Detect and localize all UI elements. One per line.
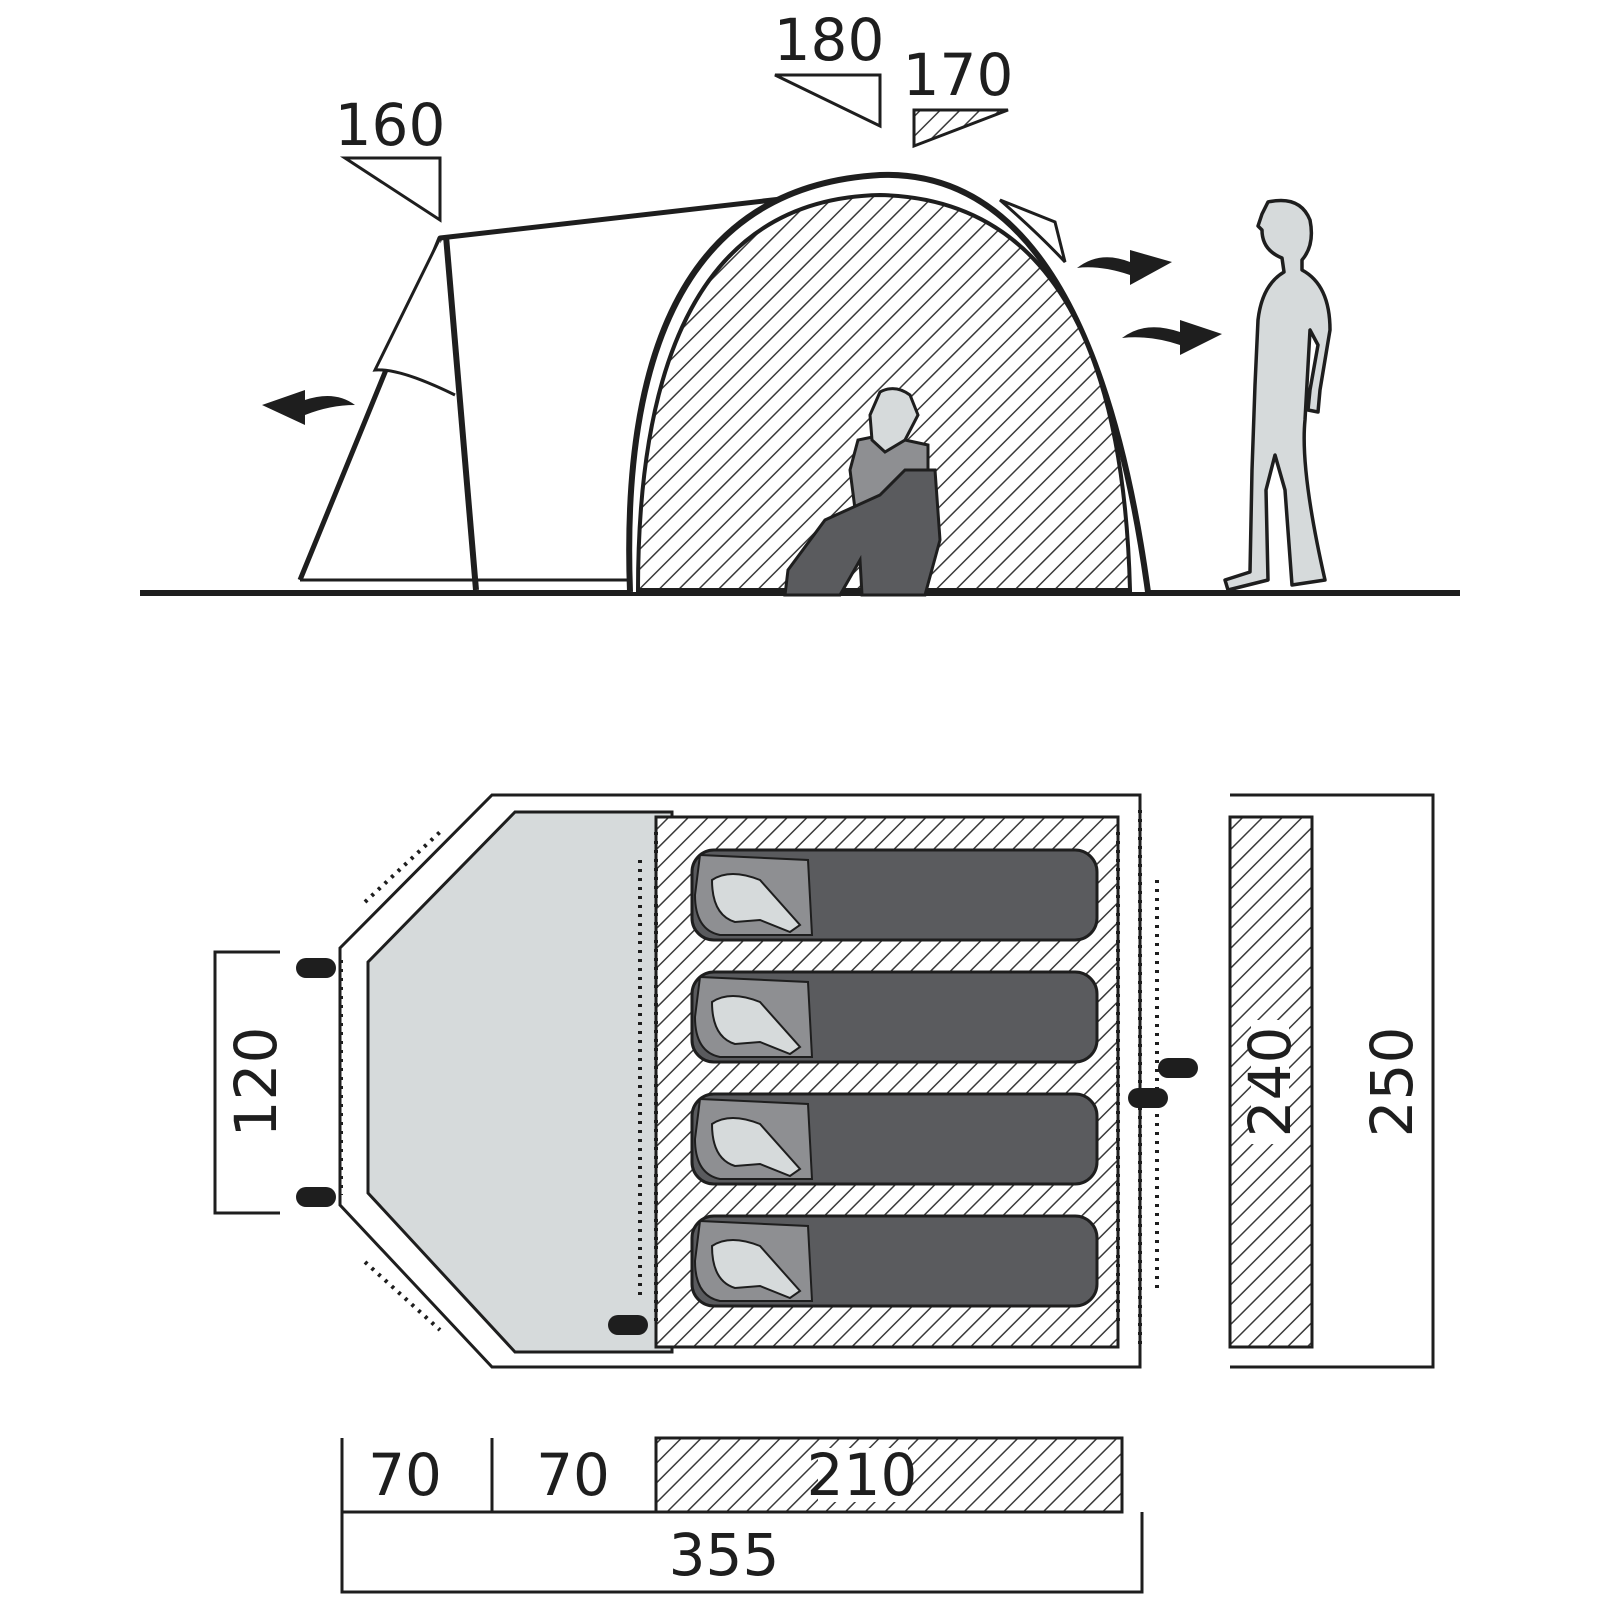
airflow-arrow-left xyxy=(262,390,355,425)
airflow-arrow-right-bottom xyxy=(1122,320,1222,355)
side-view: 160 180 170 xyxy=(140,6,1460,597)
height-indicator-inner: 180 xyxy=(774,6,885,129)
sleeping-bag xyxy=(690,970,1099,1064)
total-length-label: 355 xyxy=(669,1521,780,1589)
entrance-width-dimension: 120 xyxy=(213,950,290,1215)
zip-pullers xyxy=(296,958,1198,1335)
vestibule-floor xyxy=(366,810,674,1354)
bedroom-length-label: 210 xyxy=(807,1441,918,1509)
porch-depth-1-label: 70 xyxy=(368,1441,442,1509)
front-pole xyxy=(443,235,479,591)
seated-person xyxy=(783,387,942,597)
length-dimensions: 70 70 210 355 xyxy=(340,1436,1144,1594)
zip-lines xyxy=(339,810,1159,1350)
open-door-flap xyxy=(372,237,456,397)
rear-vent xyxy=(999,198,1067,264)
height-indicator-bedroom: 170 xyxy=(903,41,1014,149)
sleeping-bag xyxy=(690,1092,1099,1186)
sleeping-bag xyxy=(690,848,1099,942)
bedroom-width-dimension: 240 xyxy=(1228,815,1314,1349)
total-width-label: 250 xyxy=(1358,1027,1426,1138)
porch-depth-2-label: 70 xyxy=(536,1441,610,1509)
height-indicator-vestibule: 160 xyxy=(335,91,446,223)
vestibule-height-label: 160 xyxy=(335,91,446,159)
sleeping-bag xyxy=(690,1214,1099,1308)
airflow-arrow-right-top xyxy=(1077,250,1172,285)
total-width-dimension: 250 xyxy=(1230,793,1435,1369)
bedroom-width-label: 240 xyxy=(1236,1027,1304,1138)
bedroom-height-label: 170 xyxy=(903,41,1014,109)
entrance-width-label: 120 xyxy=(222,1027,290,1138)
standing-person xyxy=(1223,198,1332,592)
floor-plan: 120 240 250 70 70 210 355 xyxy=(213,793,1435,1594)
inner-height-label: 180 xyxy=(774,6,885,74)
